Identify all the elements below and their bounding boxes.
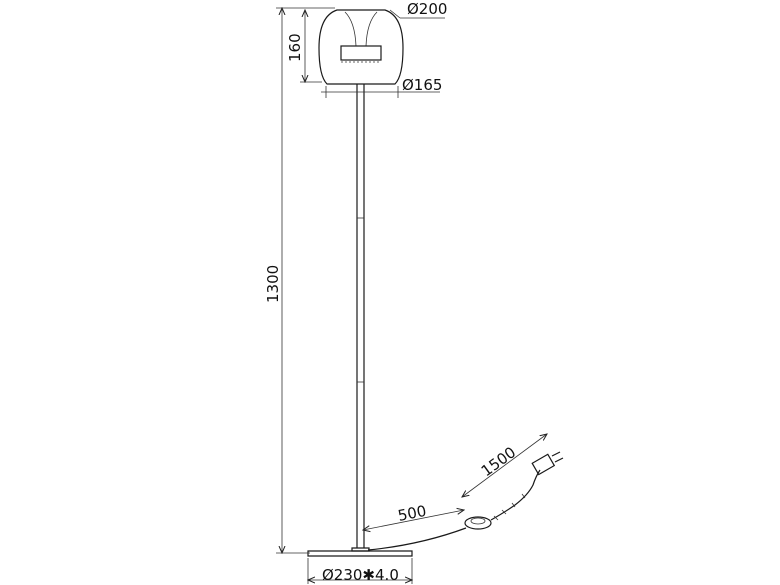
- dimension-lines: [276, 8, 547, 584]
- shade-height-label: 160: [286, 33, 304, 62]
- shade-opening-label: Ø165: [402, 76, 442, 94]
- foot-switch: [464, 516, 492, 530]
- lamp-shade: [318, 9, 404, 85]
- cord-to-switch-label: 500: [396, 502, 428, 525]
- shade-diameter-label: Ø200: [407, 0, 447, 18]
- cord-to-plug-label: 1500: [478, 443, 519, 480]
- power-cord: [367, 451, 564, 551]
- total-height-label: 1300: [264, 265, 282, 303]
- lamp-pole: [356, 84, 365, 548]
- lamp-base: [307, 547, 413, 557]
- base-dimension-label: Ø230✱4.0: [322, 566, 399, 584]
- plug-icon: [531, 451, 564, 476]
